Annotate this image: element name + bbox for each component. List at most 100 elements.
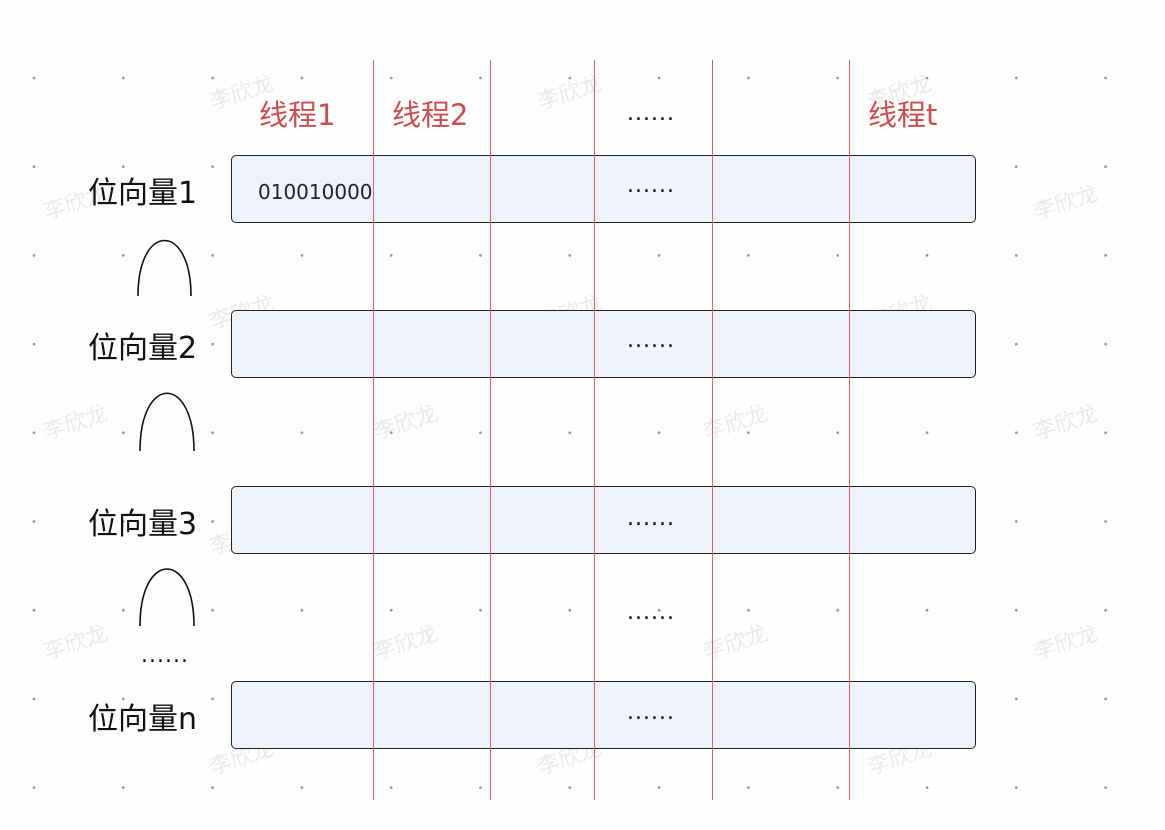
grid-dot <box>1014 254 1018 257</box>
grid-dot <box>568 431 572 435</box>
grid-dot <box>32 697 36 701</box>
thread-divider-line <box>849 60 850 800</box>
grid-dot <box>211 342 215 346</box>
grid-dot <box>211 786 215 789</box>
grid-dot <box>389 786 393 789</box>
grid-dot <box>211 520 215 523</box>
grid-dot <box>747 254 750 257</box>
grid-dot <box>211 254 215 257</box>
grid-dot <box>1014 520 1018 523</box>
grid-dot <box>211 431 215 435</box>
grid-dot <box>568 608 572 612</box>
grid-dot <box>32 431 36 435</box>
grid-dot <box>121 608 125 612</box>
grid-dot <box>568 786 572 789</box>
grid-dot <box>121 520 125 523</box>
bit-vector-n-ellipsis: ...... <box>627 700 675 725</box>
grid-dot <box>1014 165 1018 169</box>
grid-dot <box>747 786 750 789</box>
grid-dot <box>747 76 750 80</box>
grid-dot <box>1014 697 1018 701</box>
grid-dot <box>300 786 304 789</box>
grid-dot <box>1104 520 1107 523</box>
bit-vector-box-n <box>231 681 976 749</box>
grid-dot <box>32 165 36 169</box>
grid-dot <box>121 76 125 80</box>
grid-dot <box>657 254 661 257</box>
grid-dot <box>121 165 125 169</box>
bit-vector-box-3 <box>231 486 976 554</box>
grid-dot <box>300 76 304 80</box>
grid-dot <box>657 786 661 789</box>
grid-dot <box>657 76 661 80</box>
grid-dot <box>121 342 125 346</box>
grid-dot <box>1014 431 1018 435</box>
grid-dot <box>568 254 572 257</box>
arch-connector-icon <box>139 568 195 627</box>
bit-vector-2-ellipsis: ...... <box>627 328 675 353</box>
gap-ellipsis: ...... <box>627 600 675 625</box>
grid-dot <box>479 786 482 789</box>
grid-dot <box>32 254 36 257</box>
grid-dot <box>32 520 36 523</box>
grid-dot <box>1014 342 1018 346</box>
thread-divider-line <box>373 60 374 800</box>
arch-connector-icon <box>137 239 192 297</box>
thread-label-t: 线程t <box>868 98 938 132</box>
grid-dot <box>747 608 750 612</box>
bit-vector-3-ellipsis: ...... <box>627 506 675 531</box>
thread-divider-line <box>490 60 491 800</box>
grid-dot <box>1104 76 1107 80</box>
thread-label-1: 线程1 <box>259 98 336 132</box>
grid-dot <box>925 608 929 612</box>
bit-vector-box-2 <box>231 310 976 378</box>
grid-dot <box>1104 786 1107 789</box>
grid-dot <box>211 76 215 80</box>
grid-dot <box>479 254 482 257</box>
grid-dot <box>32 342 36 346</box>
grid-dot <box>836 431 840 435</box>
bit-vector-1-ellipsis: ...... <box>627 173 675 198</box>
grid-dot <box>300 254 304 257</box>
grid-dot <box>1104 254 1107 257</box>
bit-vector-label-1: 位向量1 <box>88 176 198 211</box>
grid-dot <box>1104 342 1107 346</box>
grid-dot <box>211 697 215 701</box>
grid-dot <box>925 254 929 257</box>
grid-dot <box>300 431 304 435</box>
grid-dot <box>1014 608 1018 612</box>
grid-dot <box>300 608 304 612</box>
grid-dot <box>568 76 572 80</box>
grid-dot <box>1104 165 1107 169</box>
thread-divider-line <box>712 60 713 800</box>
grid-dot <box>479 76 482 80</box>
grid-dot <box>479 608 482 612</box>
bit-vector-label-3: 位向量3 <box>88 507 198 542</box>
grid-dot <box>1104 608 1107 612</box>
arch-connector-icon <box>139 392 195 452</box>
grid-dot <box>389 254 393 257</box>
grid-dot <box>1014 786 1018 789</box>
grid-dot <box>836 786 840 789</box>
thread-label-ellipsis: ...... <box>627 101 675 126</box>
bit-vector-box-1 <box>231 155 976 223</box>
grid-dot <box>121 786 125 789</box>
grid-dot <box>836 254 840 257</box>
grid-dot <box>747 431 750 435</box>
grid-dot <box>32 76 36 80</box>
grid-dot <box>211 608 215 612</box>
grid-dot <box>121 697 125 701</box>
grid-dot <box>1014 76 1018 80</box>
grid-dot <box>657 431 661 435</box>
grid-dot <box>389 608 393 612</box>
grid-dot <box>389 431 393 435</box>
grid-dot <box>836 76 840 80</box>
grid-dot <box>925 431 929 435</box>
grid-dot <box>479 431 482 435</box>
grid-dot <box>389 76 393 80</box>
grid-dot <box>925 786 929 789</box>
grid-dot <box>121 254 125 257</box>
left-vertical-ellipsis: ...... <box>141 643 189 668</box>
